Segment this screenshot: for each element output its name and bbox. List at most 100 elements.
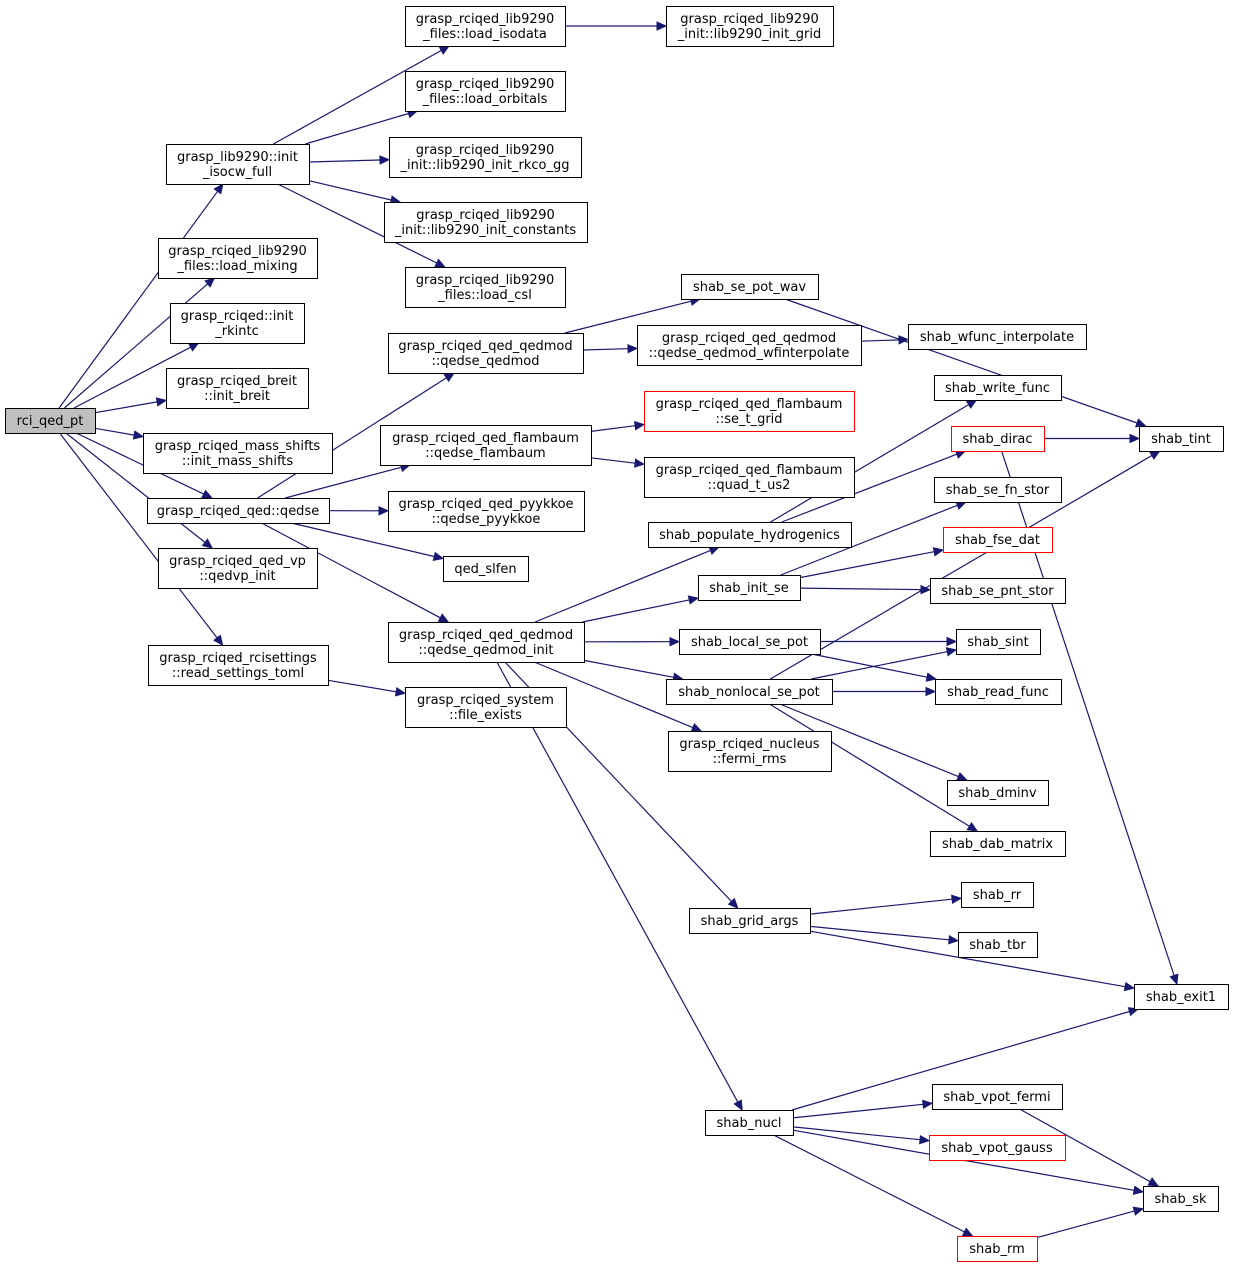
call-edge-qedse_qedmod_init-to-shab_local_se_pot bbox=[583, 636, 681, 647]
call-edge-load_isodata-to-init_grid bbox=[565, 21, 668, 31]
edge-line bbox=[94, 427, 135, 436]
function-node-shab_write_func[interactable]: shab_write_func bbox=[934, 375, 1062, 401]
call-edge-shab_dirac-to-shab_tint bbox=[1044, 433, 1141, 444]
node-box bbox=[147, 498, 330, 524]
function-node-shab_sint[interactable]: shab_sint bbox=[956, 629, 1041, 655]
function-node-fermi_rms[interactable]: grasp_rciqed_nucleus::fermi_rms bbox=[668, 731, 832, 772]
edge-line bbox=[582, 348, 629, 351]
edge-line bbox=[792, 1103, 924, 1119]
function-node-qedse_qedmod_init[interactable]: grasp_rciqed_qed_qedmod::qedse_qedmod_in… bbox=[388, 622, 585, 663]
node-label: grasp_rciqed_lib9290 bbox=[416, 273, 554, 288]
node-label: grasp_rciqed_qed::qedse bbox=[157, 504, 319, 519]
function-node-wfinterpolate[interactable]: grasp_rciqed_qed_qedmod::qedse_qedmod_wf… bbox=[637, 325, 862, 366]
call-edge-qedse-to-qed_slfen bbox=[291, 522, 445, 562]
node-label: grasp_rciqed_qed_qedmod bbox=[399, 628, 573, 643]
function-node-init_breit[interactable]: grasp_rciqed_breit::init_breit bbox=[166, 368, 309, 409]
function-node-init_mass_shifts[interactable]: grasp_rciqed_mass_shifts::init_mass_shif… bbox=[143, 433, 333, 474]
function-node-init_isocw_full[interactable]: grasp_lib9290::init_isocw_full bbox=[166, 144, 310, 185]
function-nodes: rci_qed_pt grasp_lib9290::init_isocw_full… bbox=[5, 6, 1229, 1262]
function-node-shab_exit1[interactable]: shab_exit1 bbox=[1134, 984, 1229, 1010]
node-label: grasp_rciqed_qed_flambaum bbox=[656, 463, 843, 478]
edge-line bbox=[799, 551, 935, 579]
arrowhead-icon bbox=[966, 821, 979, 832]
node-label: shab_wfunc_interpolate bbox=[920, 330, 1074, 345]
node-label: grasp_rciqed_lib9290 bbox=[416, 208, 554, 223]
function-node-file_exists[interactable]: grasp_rciqed_system::file_exists bbox=[405, 687, 567, 728]
node-box bbox=[158, 548, 318, 589]
node-label: grasp_rciqed::init bbox=[181, 309, 294, 324]
arrowhead-icon bbox=[727, 897, 739, 909]
function-node-qedse_qedmod[interactable]: grasp_rciqed_qed_qedmod::qedse_qedmod bbox=[388, 333, 584, 374]
function-node-rci_qed_pt[interactable]: rci_qed_pt bbox=[5, 408, 96, 434]
function-node-shab_vpot_gauss[interactable]: shab_vpot_gauss bbox=[929, 1135, 1066, 1161]
function-node-qedse[interactable]: grasp_rciqed_qed::qedse bbox=[147, 498, 330, 524]
function-node-init_constants[interactable]: grasp_rciqed_lib9290_init::lib9290_init_… bbox=[384, 202, 588, 243]
function-node-load_orbitals[interactable]: grasp_rciqed_lib9290_files::load_orbital… bbox=[405, 71, 566, 112]
function-node-se_t_grid[interactable]: grasp_rciqed_qed_flambaum::se_t_grid bbox=[644, 391, 855, 432]
node-label: ::init_mass_shifts bbox=[182, 454, 294, 469]
function-node-shab_se_fn_stor[interactable]: shab_se_fn_stor bbox=[934, 477, 1062, 503]
function-node-qed_slfen[interactable]: qed_slfen bbox=[443, 556, 529, 582]
function-node-read_settings_toml[interactable]: grasp_rciqed_rcisettings::read_settings_… bbox=[148, 645, 329, 686]
function-node-shab_read_func[interactable]: shab_read_func bbox=[935, 679, 1062, 705]
call-edge-shab_grid_args-to-shab_exit1 bbox=[809, 930, 1136, 992]
function-node-shab_rr[interactable]: shab_rr bbox=[961, 882, 1034, 908]
node-box bbox=[644, 391, 855, 432]
arrowhead-icon bbox=[1123, 981, 1136, 992]
arrowhead-icon bbox=[1134, 418, 1147, 428]
node-label: grasp_rciqed_qed_vp bbox=[169, 554, 306, 569]
function-node-shab_se_pot_wav[interactable]: shab_se_pot_wav bbox=[681, 274, 819, 300]
call-edge-init_isocw_full-to-load_csl bbox=[277, 183, 446, 268]
node-box bbox=[388, 491, 585, 532]
arrowhead-icon bbox=[961, 1227, 974, 1237]
function-node-init_grid[interactable]: grasp_rciqed_lib9290_init::lib9290_init_… bbox=[666, 6, 834, 47]
arrowhead-icon bbox=[932, 547, 945, 557]
node-box bbox=[666, 6, 834, 47]
function-node-shab_init_se[interactable]: shab_init_se bbox=[698, 575, 801, 601]
node-label: grasp_rciqed_lib9290 bbox=[168, 244, 306, 259]
function-node-shab_se_pnt_stor[interactable]: shab_se_pnt_stor bbox=[930, 578, 1066, 604]
arrowhead-icon bbox=[155, 397, 168, 407]
function-node-shab_rm[interactable]: shab_rm bbox=[957, 1236, 1038, 1262]
function-node-qedse_pyykkoe[interactable]: grasp_rciqed_qed_pyykkoe::qedse_pyykkoe bbox=[388, 491, 585, 532]
function-node-shab_fse_dat[interactable]: shab_fse_dat bbox=[943, 527, 1053, 553]
function-node-shab_local_se_pot[interactable]: shab_local_se_pot bbox=[679, 629, 821, 655]
call-edge-rci_qed_pt-to-qedse bbox=[75, 432, 214, 499]
function-node-shab_dminv[interactable]: shab_dminv bbox=[947, 780, 1049, 806]
node-label: ::qedse_qedmod bbox=[432, 354, 540, 369]
arrowhead-icon bbox=[432, 551, 445, 562]
function-node-shab_nonlocal_se_pot[interactable]: shab_nonlocal_se_pot bbox=[666, 679, 833, 705]
function-node-shab_tint[interactable]: shab_tint bbox=[1139, 426, 1224, 452]
arrowhead-icon bbox=[201, 538, 214, 549]
node-box bbox=[666, 679, 833, 705]
edge-line bbox=[59, 432, 218, 639]
function-node-qedse_flambaum[interactable]: grasp_rciqed_qed_flambaum::qedse_flambau… bbox=[380, 425, 592, 466]
function-node-init_rkintc[interactable]: grasp_rciqed::init_rkintc bbox=[170, 303, 305, 344]
node-box bbox=[698, 575, 801, 601]
node-label: shab_sk bbox=[1154, 1192, 1207, 1207]
function-node-shab_tbr[interactable]: shab_tbr bbox=[958, 932, 1038, 958]
function-node-init_rkco_gg[interactable]: grasp_rciqed_lib9290_init::lib9290_init_… bbox=[389, 137, 582, 178]
function-node-shab_dirac[interactable]: shab_dirac bbox=[951, 426, 1045, 452]
function-node-shab_dab_matrix[interactable]: shab_dab_matrix bbox=[930, 831, 1066, 857]
node-label: grasp_rciqed_qed_qedmod bbox=[662, 331, 836, 346]
function-node-shab_grid_args[interactable]: shab_grid_args bbox=[689, 908, 811, 934]
function-node-shab_nucl[interactable]: shab_nucl bbox=[705, 1110, 794, 1136]
node-label: ::fermi_rms bbox=[713, 752, 787, 767]
function-node-quad_t_us2[interactable]: grasp_rciqed_qed_flambaum::quad_t_us2 bbox=[644, 457, 855, 498]
node-box bbox=[388, 622, 585, 663]
function-node-shab_wfunc_interpolate[interactable]: shab_wfunc_interpolate bbox=[908, 324, 1087, 350]
function-node-shab_sk[interactable]: shab_sk bbox=[1143, 1186, 1219, 1212]
arrowhead-icon bbox=[898, 335, 910, 345]
node-box bbox=[951, 426, 1045, 452]
node-box bbox=[648, 522, 852, 548]
edge-line bbox=[811, 653, 928, 678]
function-node-qedvp_init[interactable]: grasp_rciqed_qed_vp::qedvp_init bbox=[158, 548, 318, 589]
edge-line bbox=[811, 651, 948, 680]
function-node-load_csl[interactable]: grasp_rciqed_lib9290_files::load_csl bbox=[405, 267, 566, 308]
edge-line bbox=[1036, 1210, 1135, 1239]
function-node-load_isodata[interactable]: grasp_rciqed_lib9290_files::load_isodata bbox=[405, 6, 566, 47]
function-node-load_mixing[interactable]: grasp_rciqed_lib9290_files::load_mixing bbox=[158, 238, 318, 279]
function-node-shab_populate_hydrogenics[interactable]: shab_populate_hydrogenics bbox=[648, 522, 852, 548]
function-node-shab_vpot_fermi[interactable]: shab_vpot_fermi bbox=[932, 1084, 1063, 1110]
